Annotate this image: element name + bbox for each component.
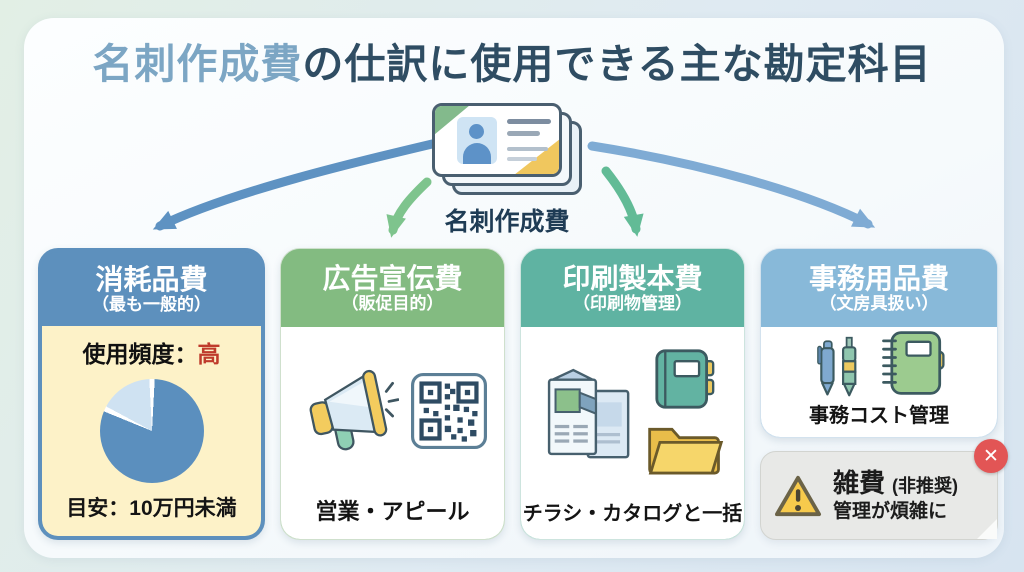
column-title: 広告宣伝費 (322, 262, 463, 294)
column-footer: 事務コスト管理 (809, 405, 949, 427)
warning-triangle-icon (775, 475, 821, 516)
warning-description: 管理が煩雑に (833, 500, 948, 522)
column-consumables: 消耗品費 （最も一般的） 使用頻度：高 目安：10万円未満 (38, 248, 265, 540)
usage-frequency-value: 高 (197, 341, 221, 367)
column-office-supplies-header: 事務用品費 （文房具扱い） (761, 249, 997, 327)
column-office-supplies-body: 事務コスト管理 (761, 327, 997, 437)
column-footer: 営業・アピール (315, 499, 470, 524)
card-text-line (507, 147, 548, 151)
column-title: 消耗品費 (95, 263, 208, 295)
column-advertising-body: 営業・アピール (281, 327, 504, 539)
column-office-supplies: 事務用品費 （文房具扱い） (760, 248, 998, 438)
notebook-icon (654, 349, 714, 409)
usage-frequency-label: 使用頻度：高 (82, 341, 221, 367)
folded-corner (977, 519, 997, 539)
misc-expense-warning-card: 雑費 (非推奨) 管理が煩雑に ✕ (760, 439, 1008, 540)
card-text-line (507, 119, 551, 124)
page-title: 名刺作成費の仕訳に使用できる主な勘定科目 (0, 30, 1024, 90)
column-subtitle: （文房具扱い） (819, 294, 939, 314)
column-printing: 印刷製本費 （印刷物管理） (520, 248, 745, 540)
column-footer: 目安：10万円未満 (66, 497, 237, 520)
avatar (457, 117, 497, 164)
usage-pie-chart (99, 378, 204, 483)
arrow-to-col1 (152, 136, 450, 231)
flyer-icon (547, 368, 629, 459)
arrow-to-col3 (601, 166, 644, 237)
column-advertising-header: 広告宣伝費 （販促目的） (281, 249, 504, 327)
column-printing-header: 印刷製本費 （印刷物管理） (521, 249, 744, 327)
column-advertising: 広告宣伝費 （販促目的） (280, 248, 505, 540)
account-columns: 消耗品費 （最も一般的） 使用頻度：高 目安：10万円未満 広告宣伝費 （販促目… (38, 248, 1008, 540)
column-consumables-body: 使用頻度：高 目安：10万円未満 (42, 326, 261, 536)
spiral-notebook-icon (882, 331, 945, 395)
center-label: 名刺作成費 (444, 208, 570, 236)
x-mark-icon: ✕ (974, 439, 1008, 473)
business-cards-icon (432, 103, 592, 205)
card-text-line (507, 157, 537, 161)
megaphone-icon (309, 369, 399, 450)
column-printing-body: チラシ・カタログと一括 (521, 327, 744, 539)
misc-expense-label: 雑費 (833, 468, 886, 499)
card-text-line (507, 131, 540, 136)
arrow-to-col4 (587, 141, 876, 229)
column-title: 事務用品費 (808, 262, 949, 294)
title-rest: の仕訳に使用できる主な勘定科目 (302, 41, 932, 87)
column-subtitle: （最も一般的） (92, 295, 211, 315)
column-footer: チラシ・カタログと一括 (522, 503, 743, 525)
business-card-front (432, 103, 562, 177)
qr-code-icon (410, 372, 487, 449)
column-subtitle: （販促目的） (341, 294, 444, 314)
column-title: 印刷製本費 (562, 262, 703, 294)
title-highlight: 名刺作成費 (92, 41, 303, 87)
column-subtitle: （印刷物管理） (573, 294, 692, 314)
folder-icon (647, 427, 723, 475)
not-recommended-tag: (非推奨) (892, 476, 959, 497)
pens-icon (817, 336, 857, 397)
column-consumables-header: 消耗品費 （最も一般的） (42, 252, 261, 326)
arrow-to-col2 (386, 177, 432, 238)
column-office-supplies-wrap: 事務用品費 （文房具扱い） (760, 248, 1008, 540)
